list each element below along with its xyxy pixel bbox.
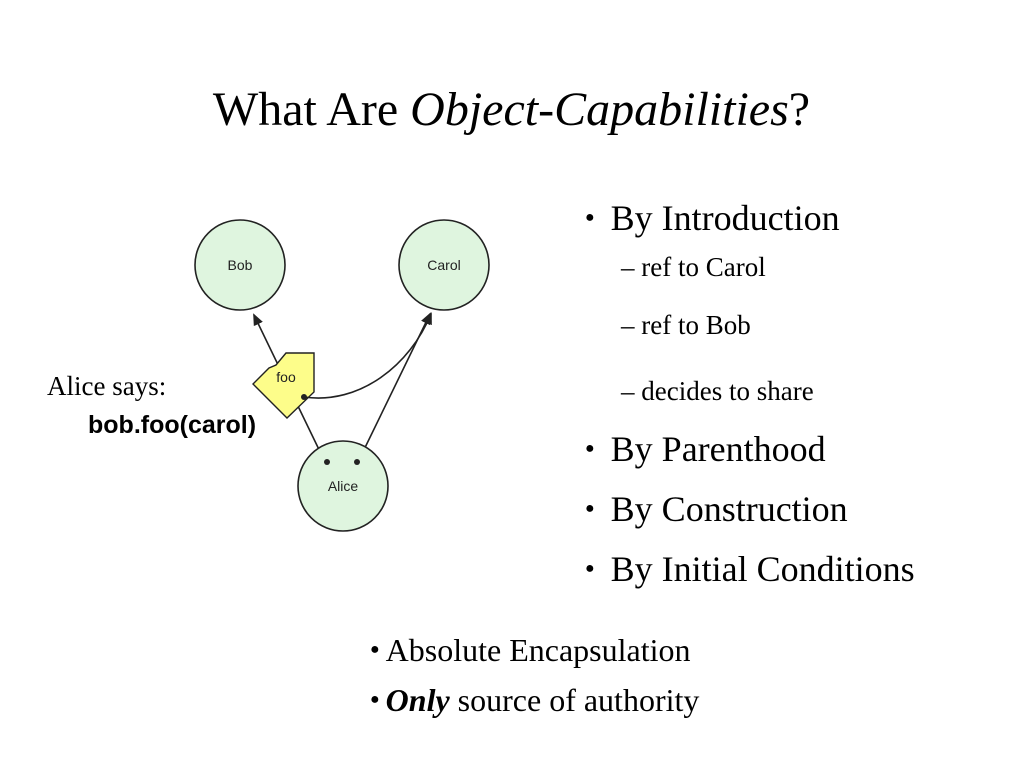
title-prefix: What Are <box>212 83 411 136</box>
alice-label: Alice <box>328 478 359 494</box>
bottom-item-encapsulation: ● Absolute Encapsulation <box>370 631 691 673</box>
slide-title: What Are Object-Capabilities? <box>0 82 1023 138</box>
bullet-dot-icon: ● <box>585 499 595 517</box>
bob-label: Bob <box>228 257 253 273</box>
bullet-by-introduction: ● By Introduction <box>585 197 840 243</box>
bullet-text: By Construction <box>610 489 848 529</box>
alice-ref-bob-dot <box>324 459 330 465</box>
title-emphasis: Object-Capabilities <box>410 83 789 136</box>
bullet-dot-icon: ● <box>370 690 380 708</box>
foo-message-label: foo <box>276 369 296 385</box>
alice-code: bob.foo(carol) <box>88 411 257 439</box>
bullet-dot-icon: ● <box>370 640 380 658</box>
bullet-dot-icon: ● <box>585 208 595 226</box>
bullet-dot-icon: ● <box>585 559 595 577</box>
title-suffix: ? <box>788 83 811 136</box>
carol-label: Carol <box>427 257 460 273</box>
bottom-item-text: Absolute Encapsulation <box>385 632 691 668</box>
alice-node: Alice <box>297 440 389 532</box>
bullet-text: By Parenthood <box>610 429 826 469</box>
bullet-dot-icon: ● <box>585 439 595 457</box>
bullet-by-parenthood: ● By Parenthood <box>585 428 826 474</box>
bottom-item-emphasis: Only <box>385 682 450 718</box>
carol-node: Carol <box>398 219 490 311</box>
alice-says-label: Alice says: <box>47 371 167 401</box>
bullet-by-initial-conditions: ● By Initial Conditions <box>585 548 915 594</box>
foo-message-block <box>252 352 315 419</box>
bob-node: Bob <box>194 219 286 311</box>
message-to-carol-arrow <box>303 312 432 399</box>
bullet-text: By Initial Conditions <box>610 549 915 589</box>
bottom-item-authority: ● Only source of authority <box>370 681 699 723</box>
sub-ref-to-carol: – ref to Carol <box>621 252 766 282</box>
message-ref-dot <box>301 394 307 400</box>
bottom-item-text: source of authority <box>449 682 700 718</box>
sub-decides-to-share: – decides to share <box>621 376 814 406</box>
bullet-text: By Introduction <box>610 198 840 238</box>
sub-ref-to-bob: – ref to Bob <box>621 310 751 340</box>
alice-ref-carol-dot <box>354 459 360 465</box>
bullet-by-construction: ● By Construction <box>585 488 848 534</box>
